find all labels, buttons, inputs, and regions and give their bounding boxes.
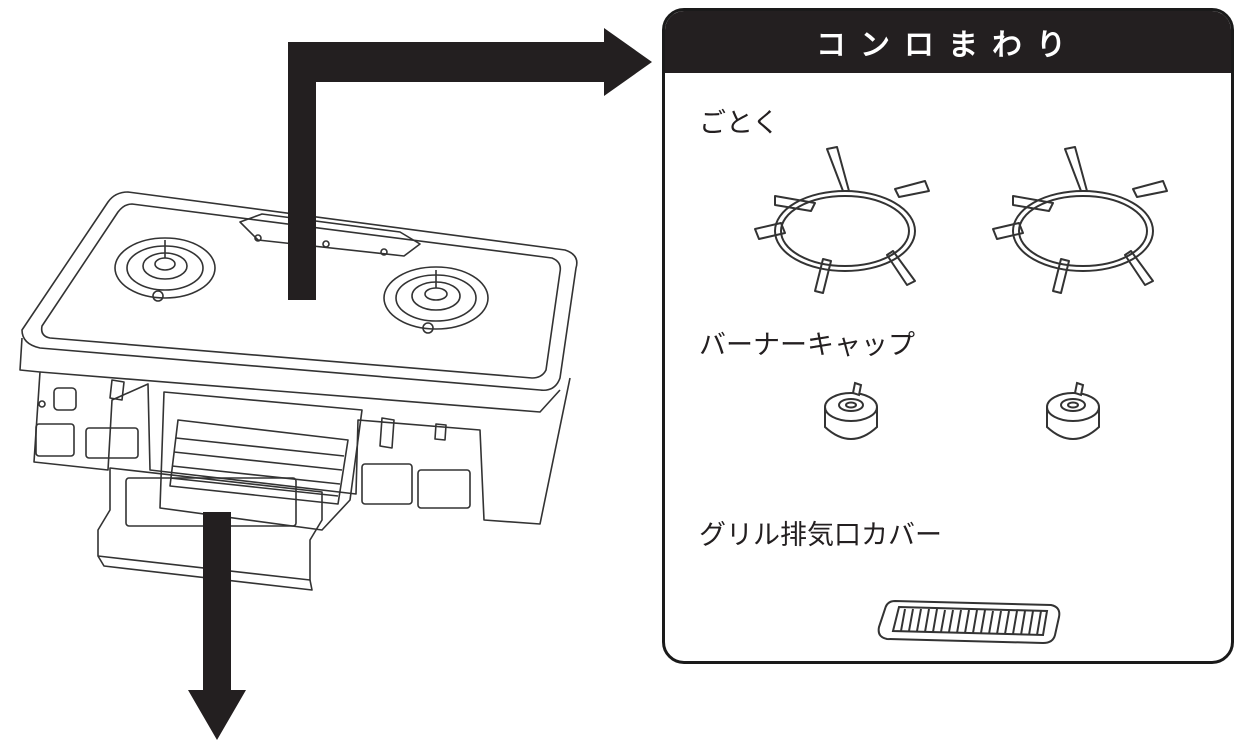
burner-grate-left xyxy=(754,146,930,294)
burner-cap-right xyxy=(1046,381,1100,440)
panel-title: コンロまわり xyxy=(665,11,1231,73)
right-burner xyxy=(383,266,489,334)
part-label-burner-cap: バーナーキャップ xyxy=(699,330,915,361)
stove-front-body xyxy=(19,337,571,525)
burner-cap-left xyxy=(824,381,878,440)
left-burner xyxy=(114,237,216,302)
stove-top-plate xyxy=(21,191,578,392)
burner-grate-icon xyxy=(754,146,1168,294)
grill-tray xyxy=(97,391,363,591)
parts-panel: コンロまわり ごとく xyxy=(662,8,1234,664)
burner-cap-icon xyxy=(824,381,1100,440)
part-label-grill-vent-cover: グリル排気口カバー xyxy=(699,520,942,551)
arrow-down xyxy=(188,512,246,740)
arrow-to-parts-panel xyxy=(288,28,652,300)
burner-grate-right xyxy=(992,146,1168,294)
grill-vent-cover-icon xyxy=(877,599,1061,645)
part-label-gotoku: ごとく xyxy=(699,108,780,139)
